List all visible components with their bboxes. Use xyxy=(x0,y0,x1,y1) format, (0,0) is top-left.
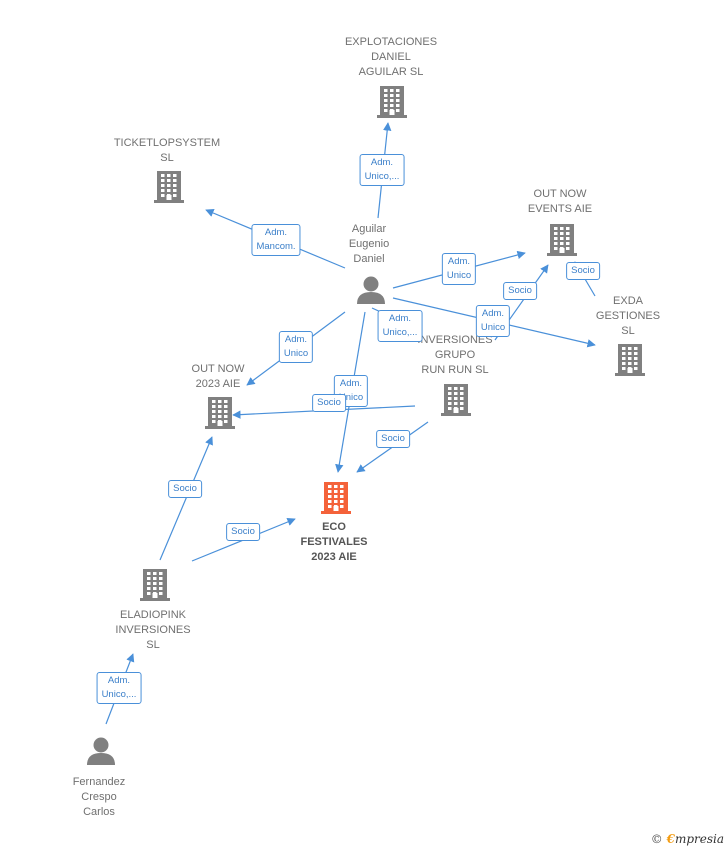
node-label-outnow_2023[interactable]: OUT NOW 2023 AIE xyxy=(191,363,245,390)
edge-label-aguilar-to-eco[interactable]: Adm. Unico xyxy=(333,375,369,407)
edge-label-fernandez-to-eladiopink[interactable]: Adm. Unico,... xyxy=(96,672,142,704)
edge-label-aguilar-to-ticketlop[interactable]: Adm. Mancom. xyxy=(251,224,301,256)
brand-name: mpresia xyxy=(674,832,724,846)
copyright-symbol: © xyxy=(650,832,663,846)
edge-label-inversiones_grupo-to-outnow_2023[interactable]: Socio xyxy=(312,394,346,412)
edge-label-aguilar-to-outnow_2023[interactable]: Adm. Unico xyxy=(278,331,314,363)
node-label-fernandez[interactable]: Fernandez Crespo Carlos xyxy=(72,776,126,818)
icon-layer xyxy=(87,86,645,765)
edge-label-aguilar-to-outnow_events[interactable]: Adm. Unico xyxy=(441,253,477,285)
edge-label-aguilar-to-exda[interactable]: Adm. Unico xyxy=(475,305,511,337)
building-icon-ticketlop[interactable] xyxy=(154,171,184,203)
edge-label-aguilar-to-explotaciones[interactable]: Adm. Unico,... xyxy=(359,154,405,186)
building-icon-eco[interactable] xyxy=(321,482,351,514)
building-icon-eladiopink[interactable] xyxy=(140,569,170,601)
edge-label-inversiones_grupo-to-eco[interactable]: Socio xyxy=(376,430,410,448)
person-icon-aguilar[interactable] xyxy=(357,276,385,305)
node-label-eladiopink[interactable]: ELADIOPINK INVERSIONES SL xyxy=(115,609,191,651)
edge-label-aguilar-to-inversiones_grupo[interactable]: Adm. Unico,... xyxy=(377,310,423,342)
brand-logo-e: € xyxy=(666,832,675,846)
edge-label-exda-to-outnow_events[interactable]: Socio xyxy=(566,262,600,280)
footer-brand: © €mpresia xyxy=(651,832,724,846)
building-icon-outnow_2023[interactable] xyxy=(205,397,235,429)
building-icon-explotaciones[interactable] xyxy=(377,86,407,118)
node-label-outnow_events[interactable]: OUT NOW EVENTS AIE xyxy=(527,188,593,215)
node-label-inversiones_grupo[interactable]: INVERSIONES GRUPO RUN RUN SL xyxy=(417,334,493,376)
node-label-ticketlop[interactable]: TICKETLOPSYSTEM SL xyxy=(113,137,221,164)
edge-label-inversiones_grupo-to-outnow_events[interactable]: Socio xyxy=(503,282,537,300)
edge-label-eladiopink-to-outnow_2023[interactable]: Socio xyxy=(168,480,202,498)
node-label-aguilar[interactable]: Aguilar Eugenio Daniel xyxy=(348,223,390,265)
person-icon-fernandez[interactable] xyxy=(87,737,115,766)
building-icon-outnow_events[interactable] xyxy=(547,224,577,256)
node-label-exda[interactable]: EXDA GESTIONES SL xyxy=(595,295,661,337)
building-icon-inversiones_grupo[interactable] xyxy=(441,384,471,416)
building-icon-exda[interactable] xyxy=(615,344,645,376)
node-label-explotaciones[interactable]: EXPLOTACIONES DANIEL AGUILAR SL xyxy=(344,36,438,78)
edge-label-eladiopink-to-eco[interactable]: Socio xyxy=(226,523,260,541)
edge-eladiopink-to-outnow_2023 xyxy=(159,436,213,561)
node-label-eco[interactable]: ECO FESTIVALES 2023 AIE xyxy=(300,521,368,563)
